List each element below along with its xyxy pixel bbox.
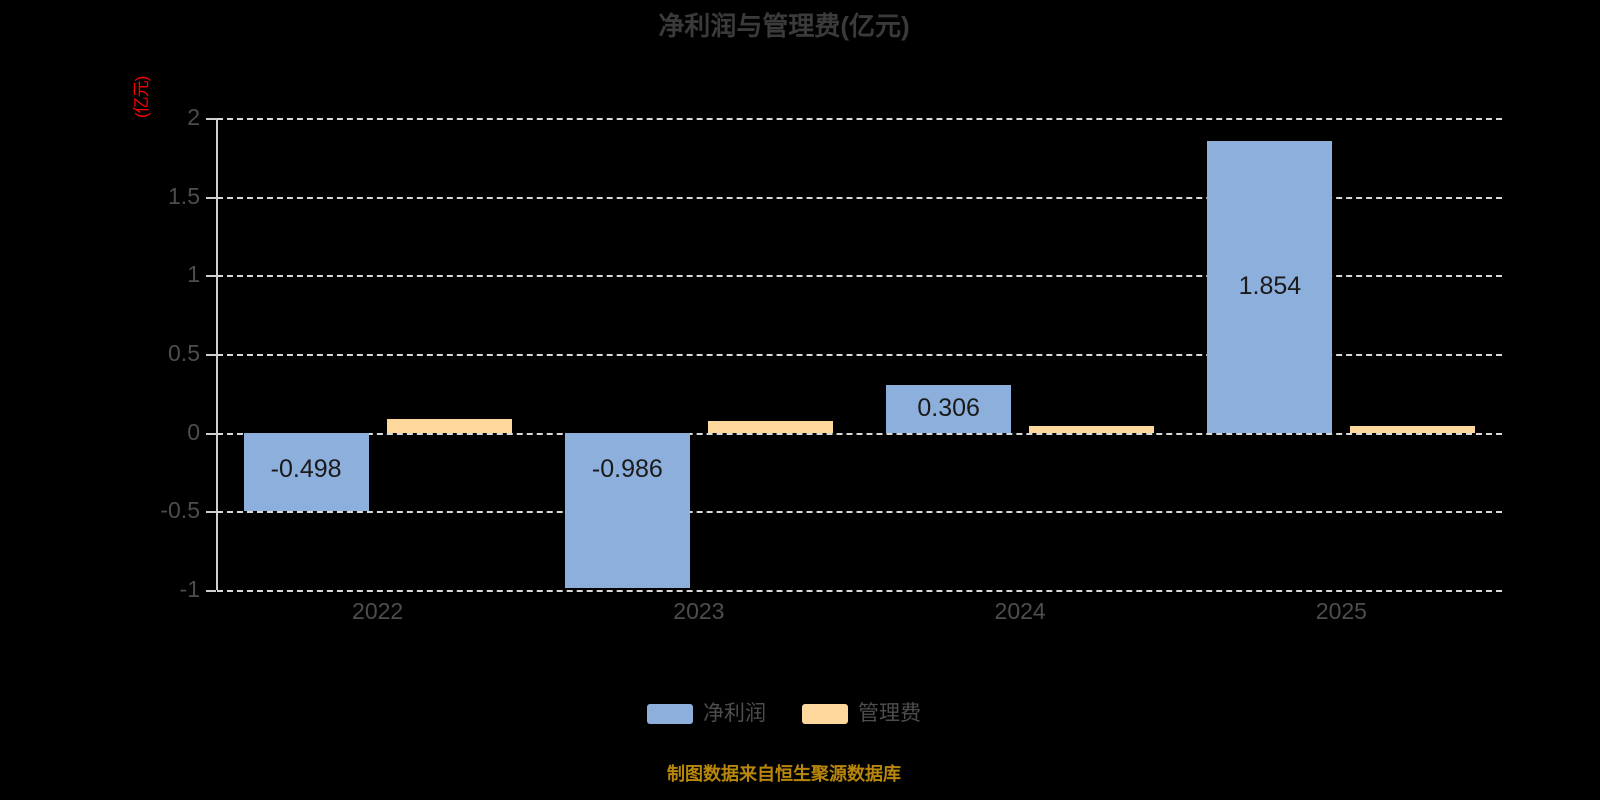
y-tick-mark bbox=[206, 354, 216, 356]
x-tick-label-2024: 2024 bbox=[994, 598, 1046, 624]
x-tick-label-2022: 2022 bbox=[352, 598, 404, 624]
y-tick-label: 0 bbox=[187, 418, 200, 445]
gridline-0 bbox=[217, 432, 1502, 435]
gridline-2 bbox=[217, 118, 1502, 120]
chart-legend: 净利润 管理费 bbox=[0, 703, 1568, 724]
y-tick-label: 2 bbox=[187, 104, 200, 130]
legend-swatch bbox=[802, 703, 848, 724]
bar-管理费-2023[interactable] bbox=[707, 420, 833, 433]
bar-value-label: -0.986 bbox=[591, 454, 663, 483]
legend-swatch bbox=[647, 703, 693, 724]
legend-item-管理费[interactable]: 管理费 bbox=[802, 703, 921, 724]
legend-label: 净利润 bbox=[703, 702, 766, 725]
y-tick-mark bbox=[206, 511, 216, 514]
plot-area: -0.498 -0.986 0.306 1.854 bbox=[217, 118, 1502, 592]
x-tick-label-2023: 2023 bbox=[673, 598, 725, 624]
y-tick-label: 0.5 bbox=[168, 340, 200, 366]
bar-管理费-2022[interactable] bbox=[386, 418, 512, 433]
bar-value-label: -0.498 bbox=[270, 454, 342, 483]
gridline-1 bbox=[217, 275, 1502, 278]
bar-value-label: 0.306 bbox=[917, 393, 980, 422]
footer-source-note: 制图数据来自恒生聚源数据库 bbox=[667, 764, 901, 784]
gridline-0.5 bbox=[217, 354, 1502, 356]
gridline-1.5 bbox=[217, 196, 1502, 199]
gridline--1 bbox=[217, 590, 1502, 592]
y-tick-label: -0.5 bbox=[160, 497, 200, 524]
y-tick-mark bbox=[206, 275, 216, 278]
y-tick-label: -1 bbox=[179, 576, 200, 602]
gridline--0.5 bbox=[217, 511, 1502, 514]
bar-管理费-2025[interactable] bbox=[1350, 426, 1476, 433]
legend-label: 管理费 bbox=[858, 702, 921, 725]
y-tick-mark bbox=[206, 118, 216, 120]
bar-净利润-2024[interactable] bbox=[886, 384, 1012, 433]
chart-title: 净利润与管理费(亿元) bbox=[658, 11, 910, 41]
x-tick-label-2025: 2025 bbox=[1315, 598, 1367, 624]
y-tick-label: 1 bbox=[187, 261, 200, 288]
y-tick-mark bbox=[206, 432, 216, 435]
bar-净利润-2023[interactable] bbox=[564, 432, 690, 588]
legend-item-净利润[interactable]: 净利润 bbox=[647, 703, 766, 724]
bar-净利润-2025[interactable] bbox=[1207, 140, 1333, 433]
bar-净利润-2022[interactable] bbox=[243, 432, 369, 511]
y-axis-ticks: 2 1.5 1 0.5 0 -0.5 -1 bbox=[130, 0, 216, 800]
y-tick-mark bbox=[206, 196, 216, 199]
y-tick-label: 1.5 bbox=[168, 182, 200, 209]
y-tick-mark bbox=[206, 590, 216, 592]
bar-管理费-2024[interactable] bbox=[1029, 426, 1155, 433]
bar-value-label: 1.854 bbox=[1238, 271, 1302, 300]
